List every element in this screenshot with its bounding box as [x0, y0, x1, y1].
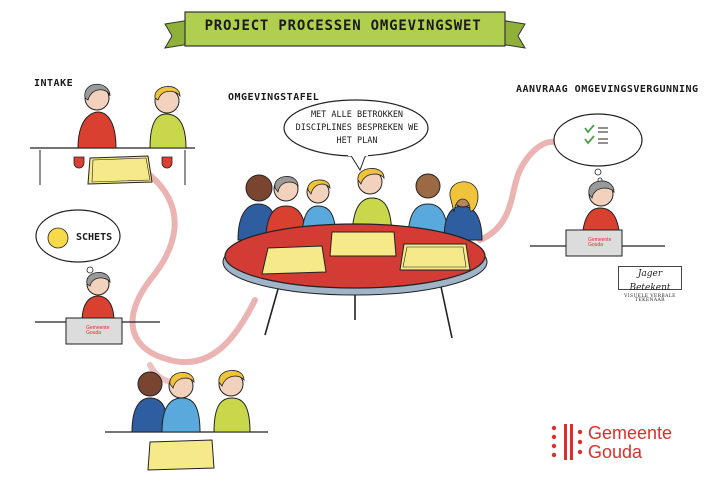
- logo-line-2: Gouda: [588, 442, 643, 462]
- checklist-thought-bubble: [553, 113, 643, 183]
- speech-bubble: [283, 99, 429, 172]
- laptop-label-left: Gemeente Gouda: [86, 326, 109, 336]
- laptop-label-right-line1: Gemeente: [588, 237, 612, 243]
- laptop-label-right: Gemeente Gouda: [588, 238, 611, 248]
- page-title: PROJECT PROCESSEN OMGEVINGSWET: [204, 18, 482, 34]
- process-path-right: [477, 138, 558, 243]
- speech-line-2: DISCIPLINES BESPREKEN WE: [295, 123, 419, 133]
- signature-name: Jager Betekent: [629, 269, 671, 293]
- signature-sub: VISUELE VERBALE TEKENAAR: [624, 294, 676, 303]
- schets-label: SCHETS: [76, 232, 113, 243]
- designer-desk: [35, 272, 160, 345]
- intake-scene: [30, 83, 195, 185]
- section-aanvraag: AANVRAAG OMGEVINGSVERGUNNING: [516, 84, 699, 95]
- section-intake: INTAKE: [34, 78, 74, 89]
- signature-box: Jager Betekent VISUELE VERBALE TEKENAAR: [618, 266, 682, 303]
- schets-thought-bubble: [35, 209, 121, 281]
- gouda-logo-text: Gemeente Gouda: [588, 424, 672, 462]
- laptop-label-left-line2: Gouda: [86, 330, 102, 336]
- laptop-label-right-line2: Gouda: [588, 242, 604, 248]
- process-path: [129, 172, 258, 365]
- logo-line-1: Gemeente: [588, 423, 673, 443]
- section-omgevingstafel: OMGEVINGSTAFEL: [228, 92, 320, 103]
- omgevingstafel-table: [222, 223, 488, 339]
- aanvraag-desk: [530, 180, 665, 257]
- laptop-label-left-line1: Gemeente: [86, 325, 110, 331]
- speech-line-3: HET PLAN: [336, 136, 378, 146]
- speech-bubble-text: MET ALLE BETROKKEN DISCIPLINES BESPREKEN…: [292, 109, 422, 148]
- title-banner: [164, 11, 526, 49]
- bottom-team: [105, 370, 268, 471]
- gouda-logo-mark: [551, 424, 583, 460]
- speech-line-1: MET ALLE BETROKKEN: [310, 110, 404, 120]
